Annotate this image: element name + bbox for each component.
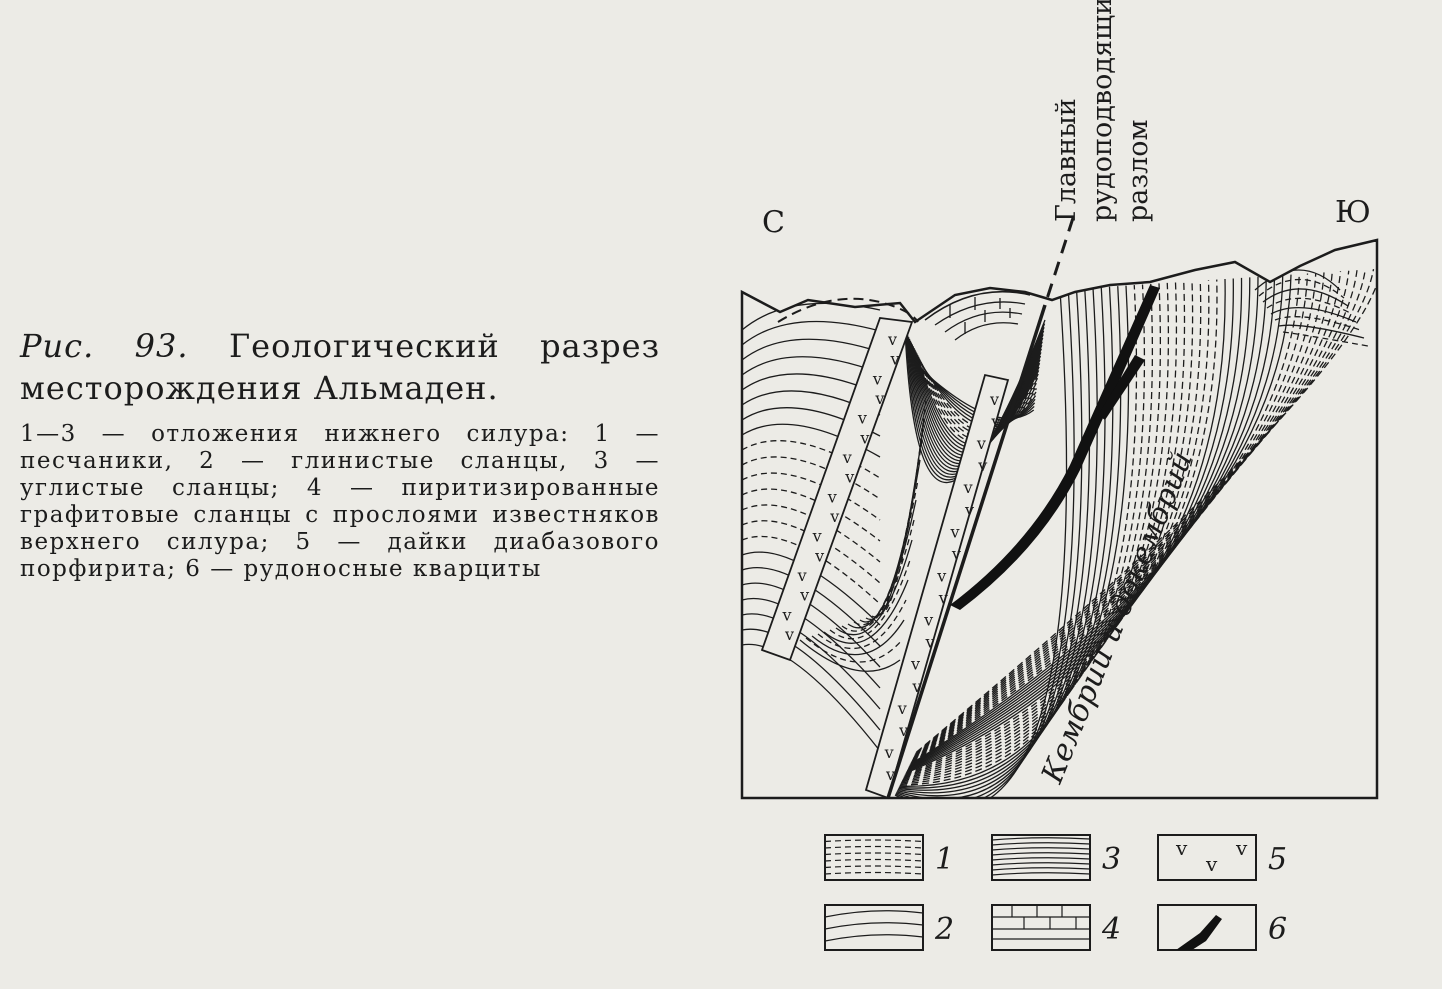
- dike-v-mark: v: [936, 566, 946, 585]
- legend-key-4: 4: [991, 904, 1121, 951]
- eroded-anticline-outline: [777, 297, 919, 323]
- dike-v-mark: v: [898, 721, 908, 740]
- south-label: Ю: [1335, 195, 1371, 230]
- legend-key-number: 4: [1101, 912, 1121, 947]
- dike-v-mark: v: [782, 605, 792, 624]
- dike-v-mark: v: [874, 389, 884, 408]
- north-label: С: [762, 205, 785, 240]
- caption-title: Рис. 93. Геологический разрез месторожде…: [20, 325, 660, 409]
- dike-v-mark: v: [799, 586, 809, 605]
- svg-text:v: v: [1235, 836, 1248, 860]
- dike-v-mark: v: [949, 522, 959, 541]
- legend-key-6: 6: [1157, 904, 1287, 951]
- dike-v-mark: v: [964, 500, 974, 519]
- legend-swatch: [824, 904, 924, 951]
- figure-number: Рис. 93.: [20, 327, 189, 365]
- fault-label-line3: разлом: [1123, 119, 1154, 222]
- dike-v-mark: v: [857, 409, 867, 428]
- dike-v-mark: v: [872, 369, 882, 388]
- legend-swatch: [1157, 904, 1257, 951]
- legend-key-number: 5: [1268, 842, 1287, 877]
- legend-key-number: 1: [935, 842, 954, 877]
- main-fault: [886, 217, 1075, 799]
- dike-v-mark: v: [859, 428, 869, 447]
- dike-v-mark: v: [923, 611, 933, 630]
- legend-key-number: 6: [1268, 912, 1287, 947]
- ore-quartzite-body: [950, 285, 1160, 610]
- legend-key-2: 2: [824, 904, 954, 951]
- dike-v-mark: v: [897, 699, 907, 718]
- legend-key-1: 1: [824, 834, 954, 881]
- dike-v-mark: v: [910, 655, 920, 674]
- dike-v-mark: v: [797, 566, 807, 585]
- dike-v-mark: v: [911, 677, 921, 696]
- legend-key-number: 3: [1102, 842, 1121, 877]
- dike-v-mark: v: [827, 487, 837, 506]
- svg-text:v: v: [1175, 836, 1188, 860]
- caption-title-text: Геологический разрез месторождения Альма…: [20, 327, 661, 407]
- dike-v-mark: v: [829, 507, 839, 526]
- dike-v-mark: v: [889, 350, 899, 369]
- dike-v-mark: v: [884, 743, 894, 762]
- limestone-cap: [924, 290, 1031, 341]
- legend-key-number: 2: [934, 912, 954, 947]
- dike-v-mark: v: [887, 330, 897, 349]
- dike-v-mark: v: [976, 434, 986, 453]
- dike-v-mark: v: [963, 478, 973, 497]
- fault-label-line1: Главный: [1051, 98, 1082, 222]
- dike-v-mark: v: [842, 448, 852, 467]
- legend-swatch: [1157, 834, 1257, 881]
- figure-caption: Рис. 93. Геологический разрез месторожде…: [20, 325, 660, 583]
- legend-swatch: [824, 834, 924, 881]
- dike-v-mark: v: [784, 625, 794, 644]
- dike-v-mark: v: [812, 527, 822, 546]
- dike-v-mark: v: [938, 589, 948, 608]
- dike-v-mark: v: [925, 633, 935, 652]
- legend-swatch: [991, 904, 1091, 951]
- dike-v-mark: v: [885, 765, 895, 784]
- svg-text:v: v: [1205, 852, 1218, 876]
- fault-label: Главный рудоподводящий разлом: [1051, 0, 1154, 222]
- basement-strata: [894, 268, 1377, 798]
- dike-v-mark: v: [844, 468, 854, 487]
- fault-label-line2: рудоподводящий: [1087, 0, 1118, 222]
- legend-key-3: 3: [991, 834, 1121, 881]
- dike-v-mark: v: [990, 412, 1000, 431]
- dike-v-mark: v: [951, 544, 961, 563]
- dike-v-mark: v: [814, 546, 824, 565]
- legend-swatch: [991, 834, 1091, 881]
- dike-v-mark: v: [989, 390, 999, 409]
- dike-v-mark: v: [977, 456, 987, 475]
- central-block-strata: [799, 319, 1046, 672]
- ore-quartzite-branch: [1098, 355, 1145, 420]
- caption-legend-text: 1—3 — отложения нижнего силура: 1 — песч…: [20, 421, 660, 582]
